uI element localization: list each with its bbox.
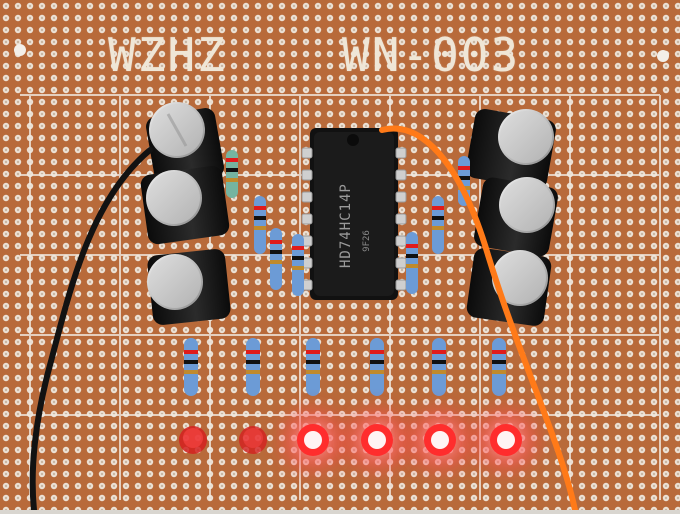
led-on bbox=[400, 400, 480, 480]
resistor bbox=[254, 196, 266, 254]
capacitor-right-3 bbox=[466, 248, 552, 326]
ic-chip bbox=[301, 128, 407, 300]
led-on bbox=[337, 400, 417, 480]
black-wire bbox=[29, 147, 153, 513]
orange-wire bbox=[379, 125, 578, 513]
resistor bbox=[292, 234, 304, 296]
capacitor-left-3 bbox=[147, 249, 231, 325]
led-row bbox=[179, 400, 546, 480]
ic-part-number: HD74HC14P bbox=[338, 183, 354, 268]
led bbox=[239, 426, 267, 454]
led-on bbox=[466, 400, 546, 480]
resistor bbox=[432, 338, 446, 396]
pcb-model-text: WN-003 bbox=[342, 28, 521, 82]
resistor bbox=[406, 232, 418, 294]
resistor bbox=[306, 338, 320, 396]
resistor bbox=[246, 338, 260, 396]
resistor bbox=[432, 196, 444, 254]
resistor bbox=[226, 150, 238, 198]
led-on bbox=[273, 400, 353, 480]
capacitor-right-1 bbox=[466, 108, 556, 190]
led bbox=[179, 426, 207, 454]
mount-hole-right bbox=[657, 50, 669, 62]
resistors bbox=[184, 150, 506, 396]
pcb-brand-text: WZHZ bbox=[108, 28, 227, 82]
resistor bbox=[370, 338, 384, 396]
capacitor-left-2 bbox=[140, 165, 230, 245]
ic-date-code: 9F26 bbox=[361, 230, 372, 252]
capacitor-right-2 bbox=[474, 177, 558, 257]
capacitor-left-1 bbox=[146, 102, 224, 186]
resistor bbox=[270, 228, 282, 290]
resistor bbox=[184, 338, 198, 396]
resistor bbox=[492, 338, 506, 396]
mount-hole-left bbox=[14, 44, 26, 56]
